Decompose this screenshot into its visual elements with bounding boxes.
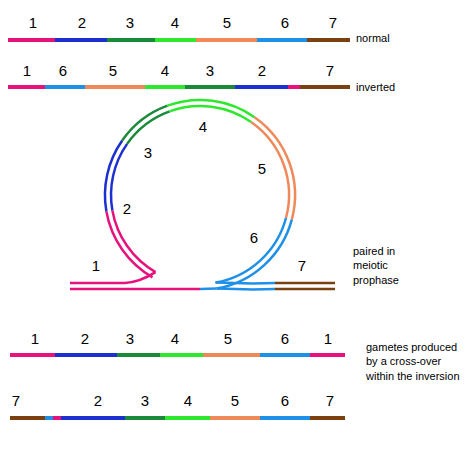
gamete-chromosome [10, 353, 345, 357]
segment-number: 1 [31, 330, 39, 347]
segment [8, 38, 55, 42]
segment-number: 7 [326, 392, 334, 409]
segment-number: 1 [23, 62, 31, 79]
segment-number: 7 [298, 257, 306, 274]
segment [53, 416, 61, 420]
segment-number: 3 [141, 392, 149, 409]
segment [55, 353, 117, 357]
segment [107, 38, 155, 42]
segment [203, 353, 260, 357]
segment [8, 85, 45, 89]
segment-number: 2 [123, 200, 131, 217]
segment-number: 6 [281, 14, 289, 31]
segment [45, 416, 53, 420]
segment-number: 6 [281, 330, 289, 347]
segment-number: 1 [29, 14, 37, 31]
segment-number: 5 [109, 62, 117, 79]
segment [165, 416, 210, 420]
segment-number: 5 [224, 330, 232, 347]
segment-number: 3 [144, 144, 152, 161]
segment [45, 85, 85, 89]
segment [160, 353, 203, 357]
segment-number: 6 [250, 229, 258, 246]
segment-number: 7 [329, 14, 337, 31]
loop-segment [122, 106, 167, 141]
segment-number: 4 [184, 392, 192, 409]
row-label: inverted [356, 80, 436, 94]
segment-number: 6 [59, 62, 67, 79]
segment-number: 2 [81, 330, 89, 347]
segment [310, 353, 345, 357]
segment-number: 4 [171, 14, 179, 31]
segment [196, 38, 257, 42]
paired-arm [125, 272, 156, 283]
segment [117, 353, 160, 357]
segment [85, 85, 145, 89]
paired-arm [216, 281, 276, 284]
segment-number: 1 [92, 257, 100, 274]
segment [235, 85, 288, 89]
segment-number: 2 [94, 392, 102, 409]
loop-segment [106, 212, 152, 278]
segment [61, 416, 125, 420]
segment-number: 5 [223, 14, 231, 31]
segment-number: 2 [258, 62, 266, 79]
segment-number: 5 [258, 160, 266, 177]
loop-segment [251, 122, 289, 218]
normal-chromosome [8, 38, 350, 42]
segment [10, 416, 45, 420]
segment-number: 3 [126, 14, 134, 31]
segment-number: 4 [161, 62, 169, 79]
segment [125, 416, 165, 420]
segment-number: 4 [171, 330, 179, 347]
inversion-loop [70, 100, 335, 289]
segment [260, 353, 310, 357]
paired-arm [275, 288, 335, 291]
paired-arm [70, 288, 200, 291]
segment-number: 3 [126, 330, 134, 347]
segment [10, 353, 55, 357]
inverted-chromosome [8, 85, 350, 89]
paired-arm [217, 287, 276, 290]
loop-segment [112, 211, 155, 273]
segment [307, 38, 350, 42]
segment-number: 6 [281, 392, 289, 409]
segment-number: 1 [324, 330, 332, 347]
segment [155, 38, 196, 42]
row-label: paired in meiotic prophase [353, 244, 411, 287]
segment [210, 416, 260, 420]
segment-number: 7 [12, 392, 20, 409]
segment [260, 416, 310, 420]
segment [300, 85, 350, 89]
gamete-chromosome [10, 416, 345, 420]
segment [55, 38, 107, 42]
paired-arm [70, 282, 125, 285]
paired-arm [275, 282, 335, 285]
loop-segment [127, 111, 170, 143]
loop-segment [170, 106, 252, 122]
segment [288, 85, 300, 89]
loop-segment [216, 218, 287, 283]
segment [145, 85, 185, 89]
segment [257, 38, 307, 42]
row-label: gametes produced by a cross-over within … [366, 340, 470, 383]
paired-arm [200, 287, 217, 290]
segment-number: 5 [231, 392, 239, 409]
segment [185, 85, 235, 89]
segment [310, 416, 345, 420]
segment-number: 7 [326, 62, 334, 79]
segment-number: 4 [199, 118, 207, 135]
row-label: normal [356, 31, 436, 45]
segment-number: 3 [206, 62, 214, 79]
segment-number: 2 [78, 14, 86, 31]
